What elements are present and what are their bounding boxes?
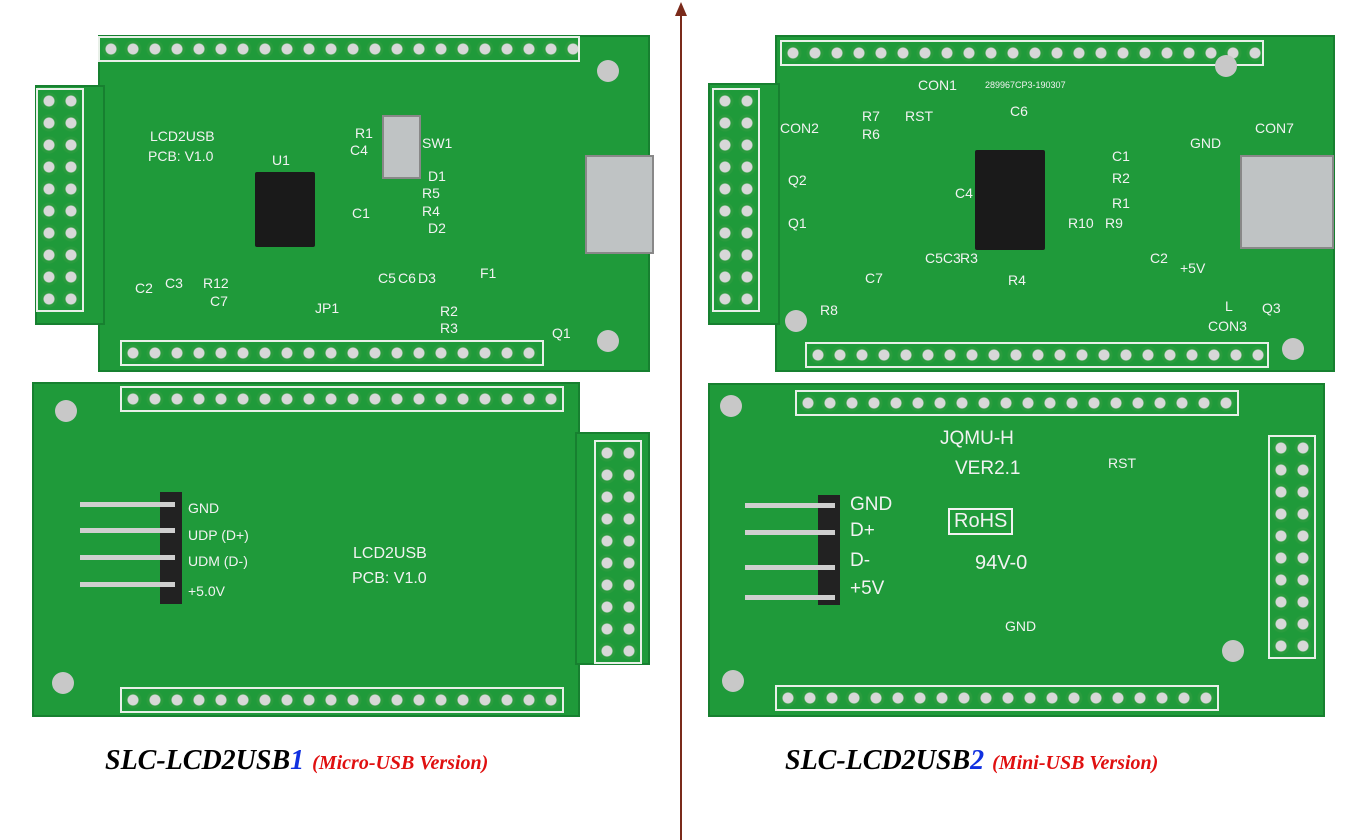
silk-label: Q1 <box>552 325 571 341</box>
silk-label: CON2 <box>780 120 819 136</box>
silk-label: F1 <box>480 265 497 281</box>
silk-label: D1 <box>428 168 446 184</box>
silk-label: LCD2USB <box>150 128 215 144</box>
caption-name: SLC-LCD2USB <box>105 745 291 776</box>
caption-board2: SLC-LCD2USB2 (Mini-USB Version) <box>785 745 1158 777</box>
caption-name: SLC-LCD2USB <box>785 745 971 776</box>
silk-label: LCD2USB <box>353 545 427 562</box>
silk-label: UDM (D-) <box>188 553 248 569</box>
silk-label: R4 <box>1008 272 1026 288</box>
silk-label: U1 <box>272 152 290 168</box>
silk-label: R8 <box>820 302 838 318</box>
silk-label: L <box>1225 298 1233 314</box>
silk-label: CON1 <box>918 77 957 93</box>
silk-label: CON3 <box>1208 318 1247 334</box>
mini-usb-port <box>1240 155 1334 249</box>
silk-label: D3 <box>418 270 436 286</box>
silk-label: +5V <box>1180 260 1206 276</box>
divider-arrow <box>675 2 687 16</box>
silk-label: VER2.1 <box>955 458 1021 479</box>
silk-label: Q1 <box>788 215 807 231</box>
silk-label: R4 <box>422 203 440 219</box>
silk-label: R7 <box>862 108 880 124</box>
silk-label: C5 <box>378 270 396 286</box>
silk-label: Q3 <box>1262 300 1281 316</box>
silk-label: R6 <box>862 126 880 142</box>
silk-label: GND <box>850 494 893 515</box>
silk-label: C4 <box>955 185 973 201</box>
silk-label: C6 <box>398 270 416 286</box>
silk-label: C1 <box>1112 148 1130 164</box>
caption-number: 1 <box>290 745 305 776</box>
silk-label: 289967CP3-190307 <box>985 80 1066 90</box>
silk-label: GND <box>1190 135 1222 151</box>
silk-label: D2 <box>428 220 446 236</box>
main-chip <box>975 150 1045 250</box>
caption-version: (Mini-USB Version) <box>992 752 1159 774</box>
u1-chip <box>255 172 315 247</box>
silk-label: C3 <box>165 275 183 291</box>
silk-label: Q2 <box>788 172 807 188</box>
caption-number: 2 <box>970 745 985 776</box>
silk-label: R9 <box>1105 215 1123 231</box>
silk-label: R5 <box>422 185 440 201</box>
silk-label: R2 <box>1112 170 1130 186</box>
silk-label: C4 <box>350 142 368 158</box>
pin-header <box>818 495 840 605</box>
silk-label: C2 <box>135 280 153 296</box>
silk-label: PCB: V1.0 <box>352 570 427 587</box>
caption-version: (Micro-USB Version) <box>312 752 489 774</box>
divider-line <box>680 14 682 840</box>
pin-header <box>160 492 182 604</box>
silk-label: 94V-0 <box>975 552 1028 574</box>
silk-label: C5C3 <box>925 250 961 266</box>
silk-label: R1 <box>1112 195 1130 211</box>
silk-label: JP1 <box>315 300 340 316</box>
silk-label: R12 <box>203 275 229 291</box>
silk-label: SW1 <box>422 135 453 151</box>
silk-label: R3 <box>440 320 458 336</box>
silk-label: C6 <box>1010 103 1028 119</box>
silk-label: C1 <box>352 205 370 221</box>
silk-label: GND <box>1005 618 1037 634</box>
silk-label: CON7 <box>1255 120 1294 136</box>
silk-label: D- <box>850 550 871 571</box>
silk-label: C7 <box>210 293 228 309</box>
silk-label: D+ <box>850 520 875 541</box>
micro-usb-port <box>585 155 654 254</box>
silk-label: RST <box>1108 455 1136 471</box>
silk-label: JQMU-H <box>940 428 1014 449</box>
silk-label: +5.0V <box>188 583 225 599</box>
silk-label: C7 <box>865 270 883 286</box>
silk-label: R2 <box>440 303 458 319</box>
silk-label: UDP (D+) <box>188 527 249 543</box>
switch <box>382 115 421 179</box>
silk-label: R10 <box>1068 215 1094 231</box>
silk-label: R1 <box>355 125 373 141</box>
rohs-mark: RoHS <box>948 508 1014 535</box>
silk-label: PCB: V1.0 <box>148 148 214 164</box>
caption-board1: SLC-LCD2USB1 (Micro-USB Version) <box>105 745 488 777</box>
silk-label: C2 <box>1150 250 1168 266</box>
silk-label: +5V <box>850 578 885 599</box>
silk-label: R3 <box>960 250 978 266</box>
silk-label: RST <box>905 108 933 124</box>
silk-label: GND <box>188 500 220 516</box>
